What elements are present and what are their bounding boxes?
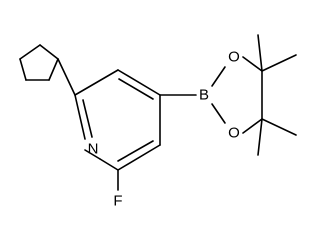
atom-label-boron: B <box>199 87 209 104</box>
cyclopentyl-ring <box>19 44 59 81</box>
bond-o-top-c <box>242 56 263 72</box>
bond-cp-c5-c1 <box>19 44 41 60</box>
bond-py-c5-c6 <box>117 144 161 171</box>
bond-py-c5-c6-double <box>117 140 154 162</box>
bond-py-c3-c4 <box>117 69 161 96</box>
atom-label-oxygen-bottom: O <box>228 125 240 142</box>
bond-py-c2-c3 <box>74 69 119 96</box>
methyl-top-right <box>261 54 297 72</box>
chemical-structure-diagram: N F B O O <box>19 34 297 210</box>
bond-b-o-top <box>211 66 226 87</box>
bond-py-c3-c4-double <box>118 78 154 100</box>
bond-cp-c1-c2 <box>39 44 59 60</box>
bond-py-c6-n-inner <box>84 149 101 160</box>
pyridine-ring <box>74 69 161 171</box>
bond-py-n-c2-double <box>82 99 93 138</box>
bond-cp-c2-c3 <box>48 58 59 81</box>
atom-label-fluorine: F <box>113 193 122 210</box>
atom-labels: N F B O O <box>88 49 240 210</box>
methyl-top-up <box>257 34 263 72</box>
bond-cp-c4-c5 <box>19 58 27 81</box>
dioxaborolane-ring <box>211 56 263 134</box>
bond-o-bottom-c <box>242 118 263 134</box>
atom-label-nitrogen: N <box>88 141 99 158</box>
bond-cyclopentyl-pyridine <box>57 58 76 96</box>
atom-label-oxygen-top: O <box>228 49 240 66</box>
methyl-bottom-right <box>261 118 297 136</box>
methyl-bottom-down <box>257 118 263 156</box>
bond-b-o-bottom <box>211 103 226 124</box>
bond-py-c6-n <box>99 158 119 171</box>
bond-py-n-c2 <box>74 94 86 140</box>
methyl-groups <box>257 34 297 156</box>
